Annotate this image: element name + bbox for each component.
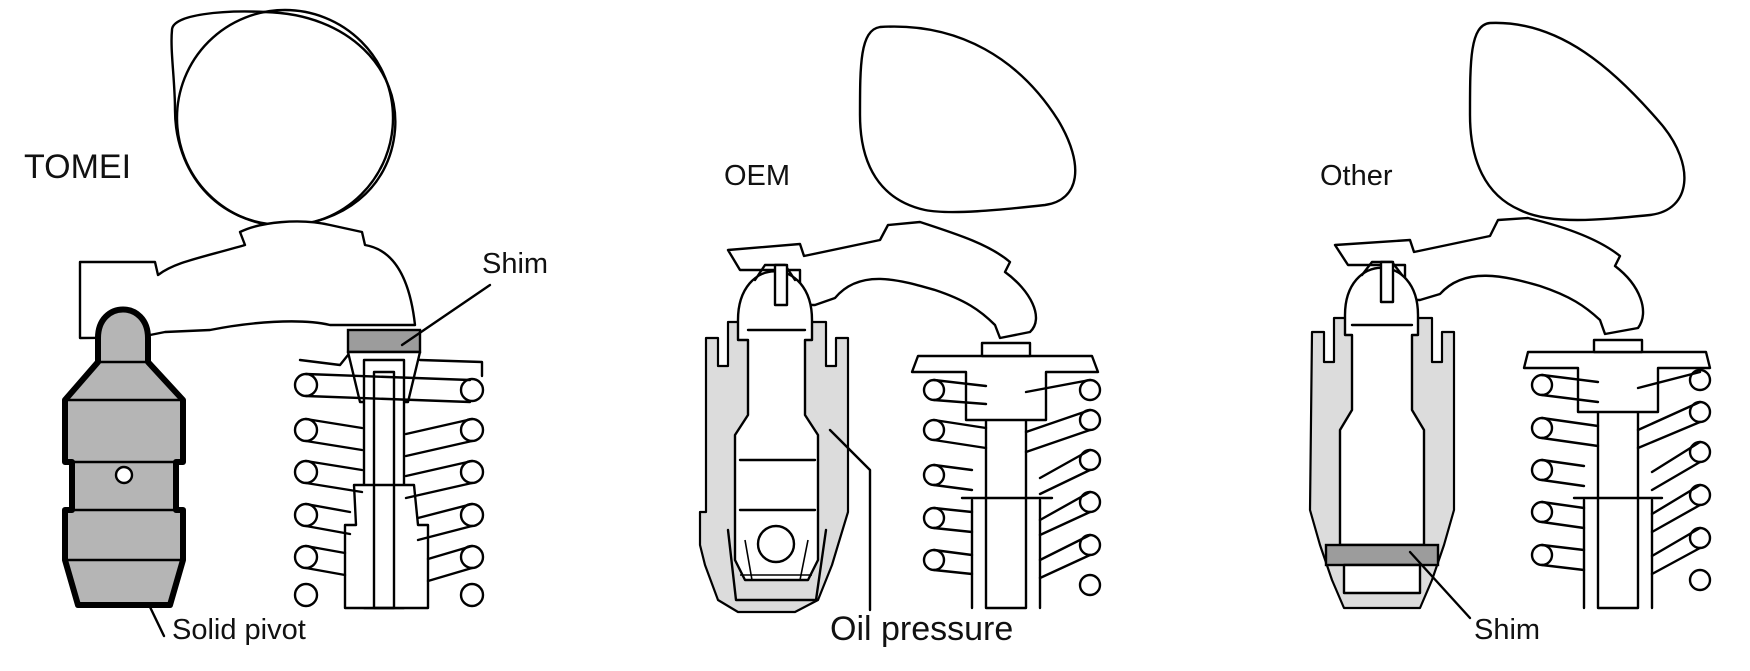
oem-oil-pressure-label: Oil pressure bbox=[830, 610, 1014, 648]
tomei-panel bbox=[62, 8, 492, 638]
oem-valve-spring bbox=[922, 378, 1102, 597]
tomei-valve-guide bbox=[343, 483, 430, 610]
other-valve-spring bbox=[1530, 368, 1712, 592]
other-shim-label: Shim bbox=[1474, 614, 1541, 646]
other-panel bbox=[1308, 21, 1712, 620]
tomei-shim-label: Shim bbox=[482, 248, 549, 280]
other-cam-lobe bbox=[1468, 21, 1686, 222]
other-shim-leader bbox=[1408, 550, 1472, 620]
oem-plunger bbox=[733, 270, 820, 582]
oem-valve-retainer bbox=[910, 354, 1100, 422]
oem-oil-leader bbox=[828, 428, 872, 612]
tomei-solid-pivot bbox=[62, 306, 186, 608]
tomei-title: TOMEI bbox=[24, 148, 132, 186]
oem-check-ball bbox=[756, 524, 796, 564]
oem-title: OEM bbox=[724, 160, 791, 192]
other-rocker-arm bbox=[1333, 216, 1645, 336]
tomei-solid-pivot-label: Solid pivot bbox=[172, 614, 306, 646]
tomei-shim-leader bbox=[400, 283, 492, 347]
tomei-valve-spring bbox=[293, 353, 485, 608]
other-valve-retainer bbox=[1522, 350, 1712, 414]
oem-cam-lobe bbox=[858, 25, 1077, 214]
tomei-pivot-leader bbox=[148, 605, 166, 638]
other-shim bbox=[1324, 543, 1440, 567]
other-plunger bbox=[1338, 266, 1426, 547]
oem-panel bbox=[698, 25, 1102, 614]
oem-rocker-arm bbox=[726, 220, 1038, 340]
other-title: Other bbox=[1320, 160, 1393, 192]
